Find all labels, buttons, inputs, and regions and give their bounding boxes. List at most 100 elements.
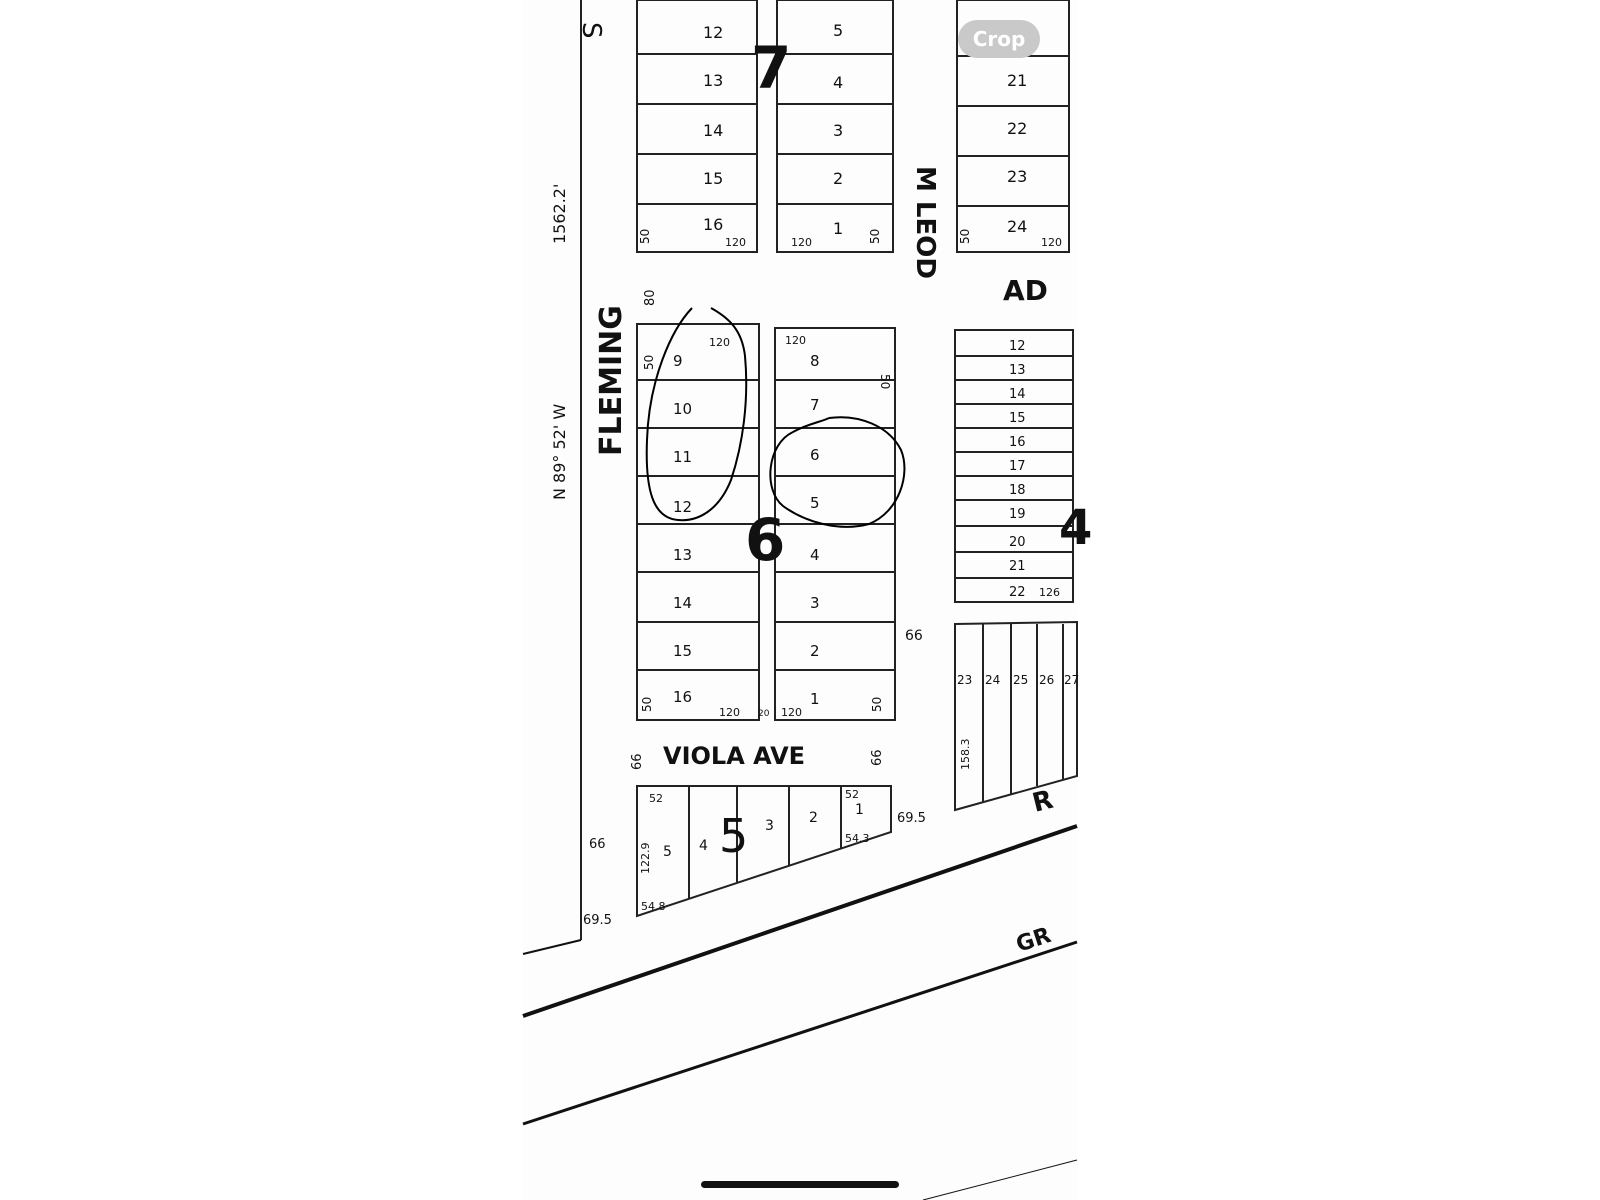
road-lines xyxy=(522,824,1078,1200)
lot-label: 5 xyxy=(810,494,820,512)
lot-label: 3 xyxy=(833,121,843,140)
lot-label: 16 xyxy=(703,215,723,234)
lot-label: 15 xyxy=(703,169,723,188)
annotation-circle-left xyxy=(645,307,748,522)
plat-map: S 7 12 13 14 15 16 5 4 3 2 1 50 50 120 1… xyxy=(522,0,1092,1200)
lot-label: 16 xyxy=(1009,435,1026,450)
dimension-label: 54.3 xyxy=(845,832,870,845)
dimension-label: 66 xyxy=(870,749,885,766)
street-label-mcleod: M LEOD xyxy=(910,166,940,279)
dimension-label: 54.8 xyxy=(641,900,666,913)
crop-button[interactable]: Crop xyxy=(958,20,1040,58)
block-lower-right xyxy=(954,620,1078,812)
lot-label: 4 xyxy=(810,546,820,564)
block-number-4: 4 xyxy=(1059,500,1092,556)
lot-label: 26 xyxy=(1039,673,1054,687)
lot-label: 14 xyxy=(1009,387,1026,402)
lot-label: 14 xyxy=(673,594,692,612)
lot-label: 3 xyxy=(765,818,774,834)
plat-map-drawing: S 7 12 13 14 15 16 5 4 3 2 1 50 50 120 1… xyxy=(522,0,1092,1200)
dimension-label: 120 xyxy=(709,336,730,349)
street-label-r: R xyxy=(1029,785,1056,819)
lot-label: 13 xyxy=(1009,363,1026,378)
dimension-label: 120 xyxy=(781,706,802,719)
lot-label: 21 xyxy=(1007,71,1027,90)
block-4 xyxy=(954,329,1074,603)
lot-label: 1 xyxy=(810,690,820,708)
lot-label: 24 xyxy=(985,673,1000,687)
lot-label: 16 xyxy=(673,688,692,706)
block-number-5: 5 xyxy=(719,809,748,863)
dimension-label: 50 xyxy=(868,229,882,244)
lot-label: 5 xyxy=(663,844,672,860)
dimension-label: 126 xyxy=(1039,586,1060,599)
dimension-label: 69.5 xyxy=(583,913,612,928)
dimension-label: 66 xyxy=(589,837,606,852)
block-5 xyxy=(636,785,892,918)
dimension-label: 20 xyxy=(758,709,770,719)
lot-label: 1 xyxy=(833,219,843,238)
lot-label: 24 xyxy=(1007,217,1027,236)
dimension-label: 120 xyxy=(719,706,740,719)
lot-label: 15 xyxy=(1009,411,1026,426)
dimension-label: 120 xyxy=(725,236,746,249)
lot-label: 18 xyxy=(1009,483,1026,498)
dimension-label: 69.5 xyxy=(897,811,926,826)
dimension-label: 158.3 xyxy=(959,739,972,771)
lot-label: 11 xyxy=(673,448,692,466)
dimension-label: 66 xyxy=(905,628,923,644)
lot-label: 10 xyxy=(673,400,692,418)
distance-label: 1562.2' xyxy=(550,184,569,244)
dimension-label: 66 xyxy=(630,753,645,770)
lot-label: 2 xyxy=(809,810,818,826)
home-indicator[interactable] xyxy=(701,1181,899,1188)
lot-label: 15 xyxy=(673,642,692,660)
lot-label: 23 xyxy=(1007,167,1027,186)
lot-label: 13 xyxy=(703,71,723,90)
lot-label: 21 xyxy=(1009,559,1026,574)
lot-label: 2 xyxy=(810,642,820,660)
lot-label: 22 xyxy=(1009,585,1026,600)
dimension-label: 50 xyxy=(642,355,656,370)
street-label-adams: AD xyxy=(1003,274,1048,307)
dimension-label: 50 xyxy=(638,229,652,244)
lot-label: 22 xyxy=(1007,119,1027,138)
lot-label: 17 xyxy=(1009,459,1026,474)
lot-label: 23 xyxy=(957,673,972,687)
dimension-label: 52 xyxy=(845,788,859,801)
lot-label: 5 xyxy=(833,21,843,40)
lot-label: 9 xyxy=(673,352,683,370)
dimension-label: 120 xyxy=(791,236,812,249)
lot-label: 6 xyxy=(810,446,820,464)
block-number-7: 7 xyxy=(751,34,791,102)
block-7 xyxy=(636,0,894,253)
street-label-viola: VIOLA AVE xyxy=(663,742,805,770)
dimension-label: 80 xyxy=(643,289,658,306)
dimension-label: 50 xyxy=(958,229,972,244)
dimension-label: 120 xyxy=(1041,236,1062,249)
lot-label: 4 xyxy=(833,73,843,92)
street-label-top: S xyxy=(576,22,606,39)
dimension-label: 52 xyxy=(649,792,663,805)
dimension-label: 120 xyxy=(785,334,806,347)
dimension-label: 50 xyxy=(878,374,892,389)
lot-label: 12 xyxy=(1009,339,1026,354)
lot-label: 2 xyxy=(833,169,843,188)
lot-label: 14 xyxy=(703,121,723,140)
dimension-label: 50 xyxy=(870,697,884,712)
lot-label: 20 xyxy=(1009,535,1026,550)
block-6 xyxy=(636,323,896,721)
dimension-label: 122.9 xyxy=(639,843,652,875)
lot-label: 12 xyxy=(703,23,723,42)
annotation-circle-right xyxy=(769,416,906,528)
block-number-6: 6 xyxy=(745,506,785,574)
lot-label: 7 xyxy=(810,396,820,414)
lot-label: 3 xyxy=(810,594,820,612)
lot-label: 27 xyxy=(1064,673,1079,687)
lot-label: 13 xyxy=(673,546,692,564)
lot-label: 19 xyxy=(1009,507,1026,522)
lot-label: 25 xyxy=(1013,673,1028,687)
lot-label: 4 xyxy=(699,838,708,854)
bearing-label: N 89° 52' W xyxy=(550,404,569,500)
street-label-fleming: FLEMING xyxy=(594,305,629,456)
